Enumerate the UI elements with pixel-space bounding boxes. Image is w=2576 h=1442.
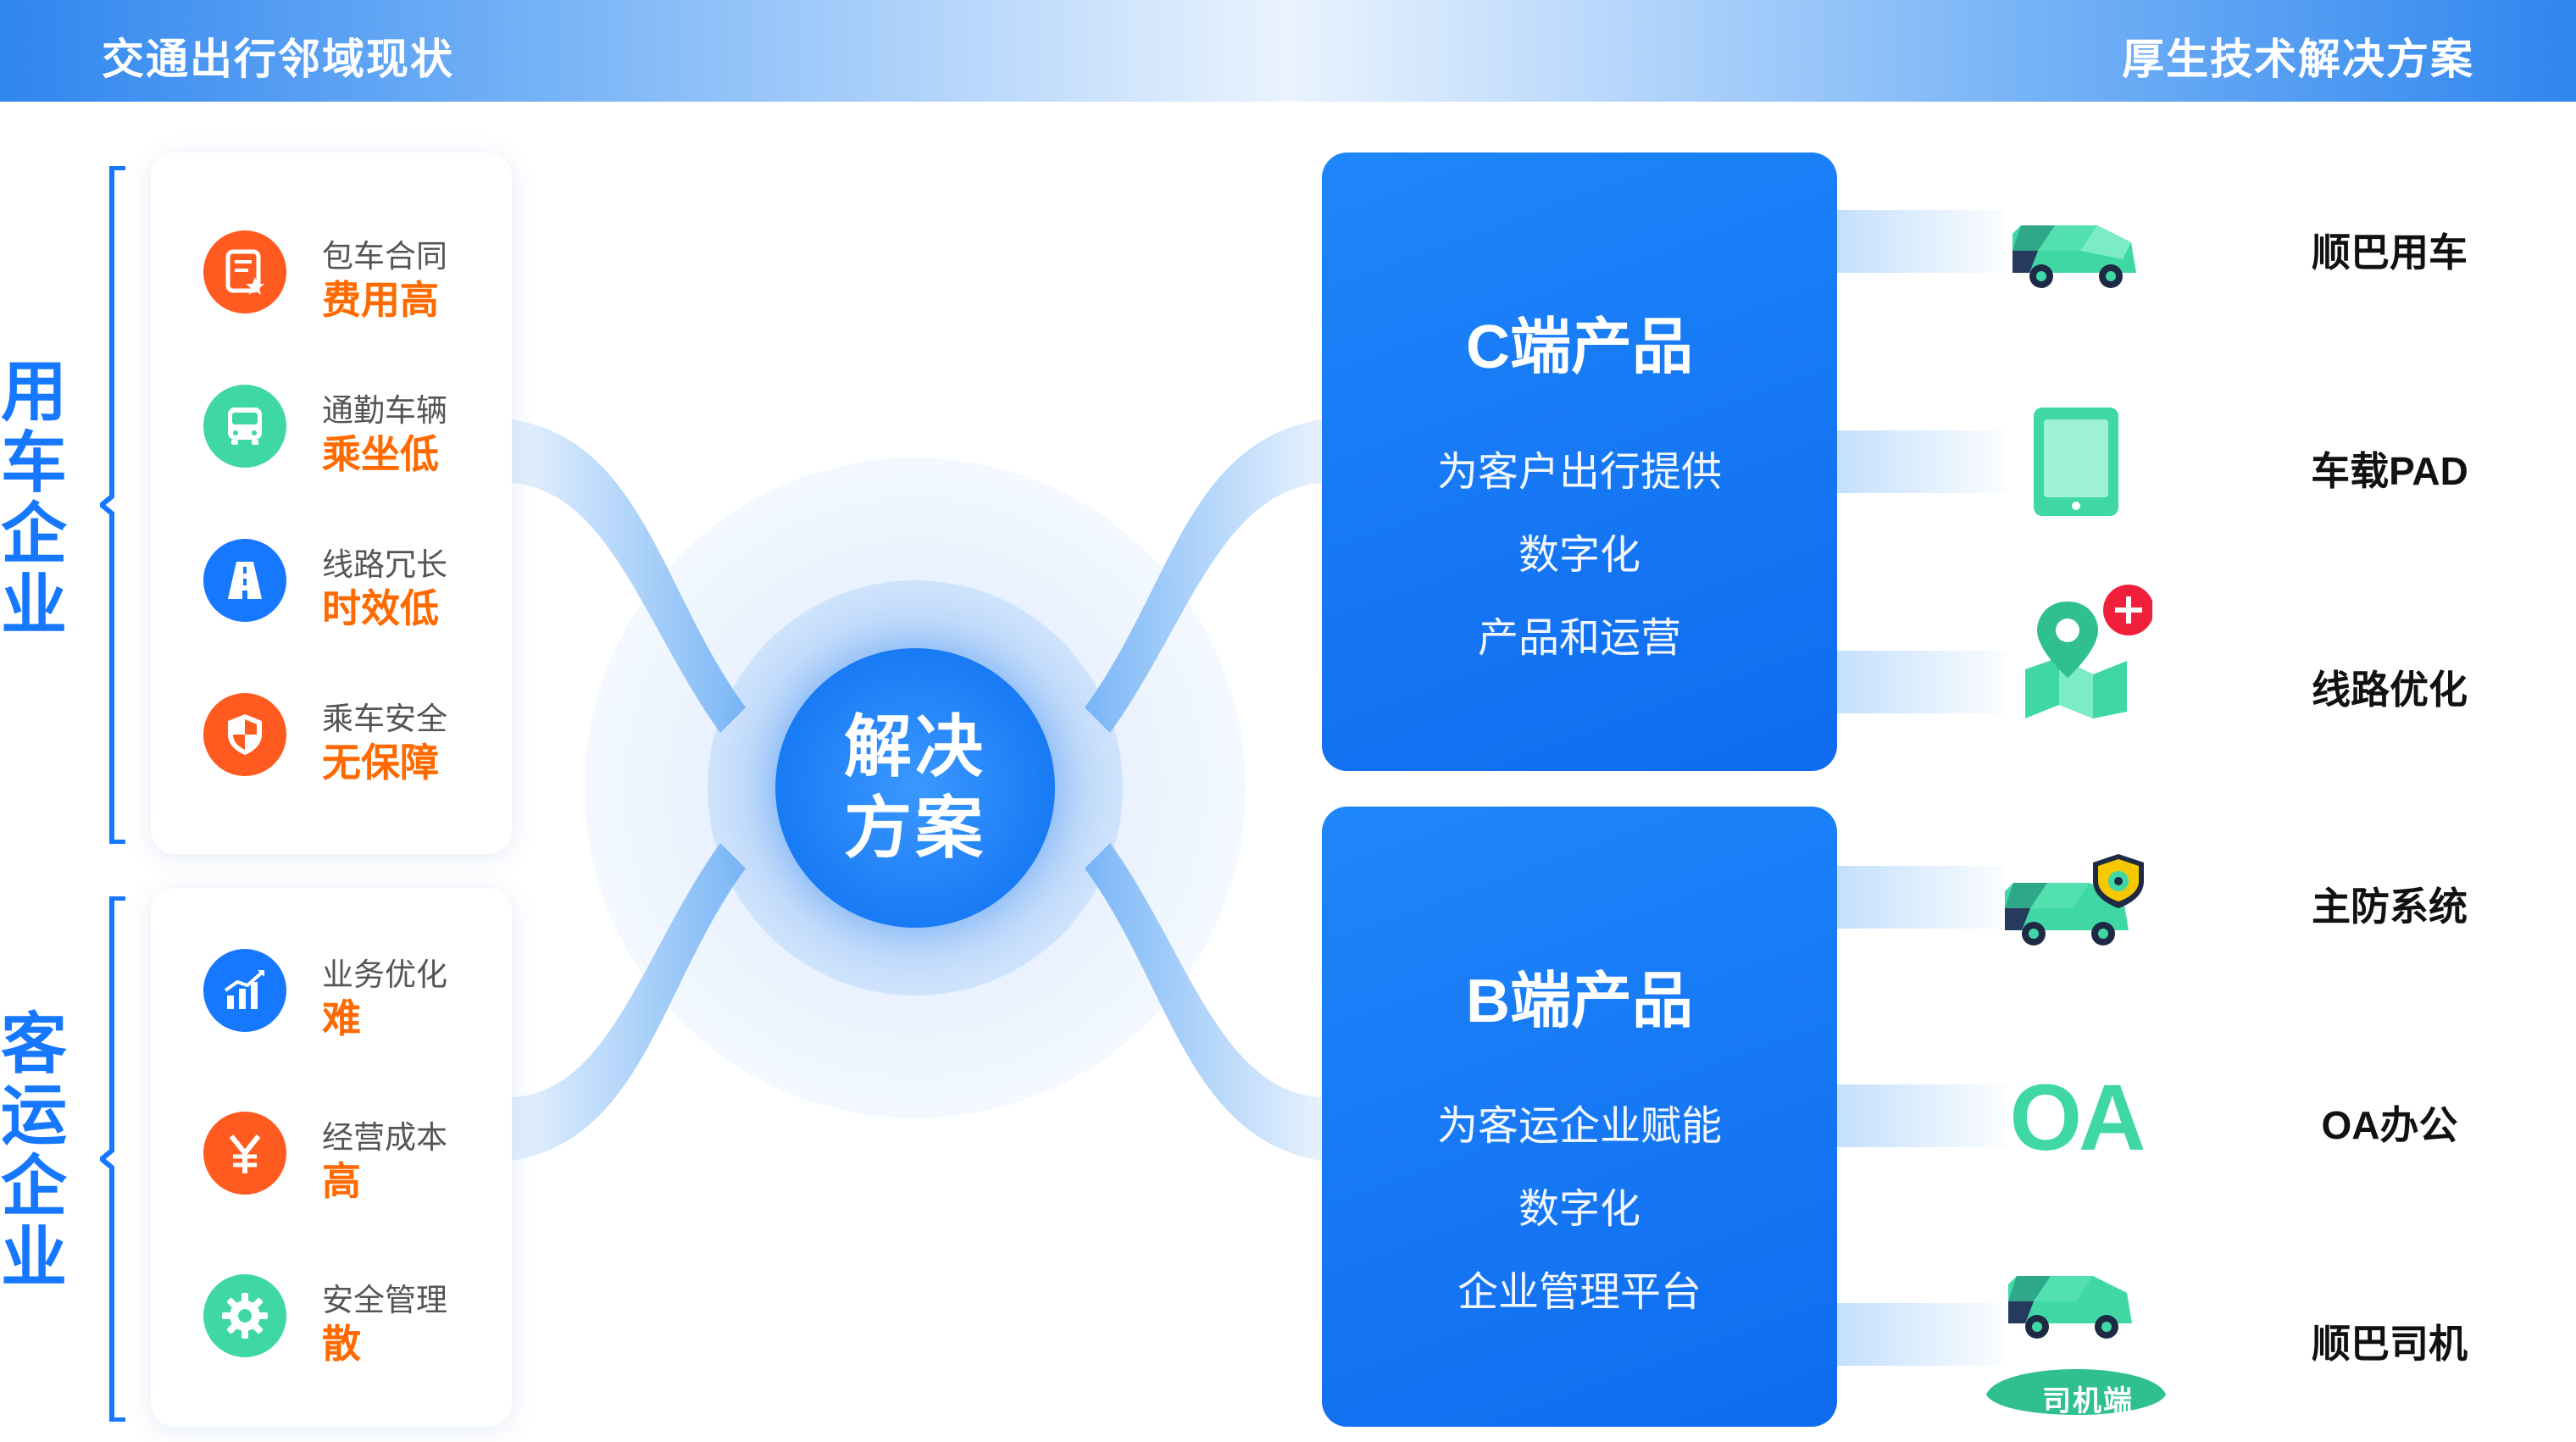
- bracket-bottom: [100, 896, 125, 1422]
- issue-sub: 业务优化: [322, 957, 447, 992]
- shield-icon: [203, 693, 286, 776]
- left-bottom-curve: [512, 843, 746, 1161]
- left-title: 交通出行邻域现状: [102, 36, 454, 83]
- car-icon: [2000, 183, 2152, 310]
- center-solution: 解决 方案: [775, 648, 1055, 928]
- issue-item: 乘车安全 无保障: [203, 688, 508, 785]
- b-product-line: 数字化: [1518, 1187, 1641, 1232]
- issue-card-car-enterprise: 包车合同 费用高 通勤车辆 乘坐低 线路冗长 时效低 乘车安全 无保障: [151, 153, 512, 854]
- group-label-text: 客运企业: [0, 1007, 67, 1295]
- feature-name: 顺巴司机: [2312, 1322, 2468, 1366]
- bracket-top: [100, 166, 125, 844]
- connector: [1837, 866, 2007, 929]
- contract-icon: [203, 230, 286, 313]
- right-bottom-curve: [1085, 843, 1322, 1161]
- issue-sub: 通勤车辆: [322, 393, 447, 428]
- chart-icon: [203, 949, 286, 1032]
- feature-name: 车载PAD: [2311, 449, 2468, 493]
- right-top-curve: [1085, 419, 1322, 733]
- tablet-icon: [2000, 398, 2152, 525]
- right-title: 厚生技术解决方案: [2122, 36, 2474, 83]
- driver-badge: 司机端: [2042, 1385, 2134, 1417]
- issue-item: 经营成本 高: [203, 1106, 508, 1203]
- connector: [1837, 651, 2007, 713]
- issue-val: 散: [322, 1322, 361, 1366]
- group-label-passenger-enterprise: 客运企业: [0, 1008, 68, 1293]
- car-driver-icon: 司机端: [1986, 1267, 2166, 1428]
- issue-item: 安全管理 散: [203, 1269, 508, 1366]
- gear-icon: [203, 1274, 286, 1357]
- map-pin-icon: [2000, 585, 2152, 718]
- issue-sub: 包车合同: [322, 239, 447, 274]
- group-label-text: 用车企业: [0, 354, 67, 642]
- issue-val: 难: [322, 996, 361, 1040]
- issue-sub: 安全管理: [322, 1283, 447, 1317]
- issue-item: 线路冗长 时效低: [203, 534, 508, 630]
- header-bar: 交通出行邻域现状 厚生技术解决方案: [0, 0, 2576, 102]
- b-product-title: B端产品: [1466, 968, 1693, 1035]
- c-product-card: C端产品 为客户出行提供 数字化 产品和运营: [1322, 153, 1837, 771]
- b-product-card: B端产品 为客运企业赋能 数字化 企业管理平台: [1322, 807, 1837, 1427]
- group-label-car-enterprise: 用车企业: [0, 356, 68, 641]
- left-top-curve: [512, 419, 746, 733]
- car-shield-icon: [2000, 839, 2152, 966]
- c-product-line: 数字化: [1518, 533, 1641, 578]
- issue-sub: 经营成本: [322, 1120, 447, 1155]
- road-icon: [203, 539, 286, 622]
- b-product-line: 为客运企业赋能: [1436, 1104, 1722, 1149]
- oa-icon: OA: [2000, 1054, 2152, 1181]
- connector: [1837, 210, 2007, 273]
- issue-val: 无保障: [322, 740, 439, 785]
- issue-val: 乘坐低: [322, 432, 439, 476]
- feature-name: OA办公: [2321, 1103, 2458, 1147]
- center-line-1: 解决: [844, 709, 986, 785]
- bus-icon: [203, 385, 286, 468]
- c-product-title: C端产品: [1466, 313, 1693, 381]
- b-product-line: 企业管理平台: [1457, 1270, 1702, 1315]
- issue-val: 费用高: [322, 278, 439, 322]
- connector: [1837, 430, 2007, 493]
- c-product-line: 为客户出行提供: [1436, 450, 1722, 495]
- feature-name: 顺巴用车: [2312, 230, 2468, 275]
- issue-card-passenger-enterprise: 业务优化 难 经营成本 高 安全管理 散: [151, 888, 512, 1427]
- issue-sub: 乘车安全: [322, 702, 447, 736]
- issue-val: 高: [322, 1159, 361, 1203]
- c-product-line: 产品和运营: [1477, 616, 1681, 661]
- connector: [1837, 1303, 2007, 1366]
- issue-item: 业务优化 难: [203, 944, 508, 1040]
- issue-item: 包车合同 费用高: [203, 225, 508, 322]
- feature-name: 线路优化: [2312, 668, 2468, 712]
- feature-name: 主防系统: [2312, 885, 2468, 929]
- connector: [1837, 1084, 2007, 1147]
- center-line-2: 方案: [844, 790, 986, 866]
- yen-icon: [203, 1112, 286, 1195]
- issue-val: 时效低: [322, 586, 439, 630]
- issue-sub: 线路冗长: [322, 547, 447, 582]
- issue-item: 通勤车辆 乘坐低: [203, 380, 508, 476]
- oa-icon-text: OA: [2009, 1065, 2146, 1170]
